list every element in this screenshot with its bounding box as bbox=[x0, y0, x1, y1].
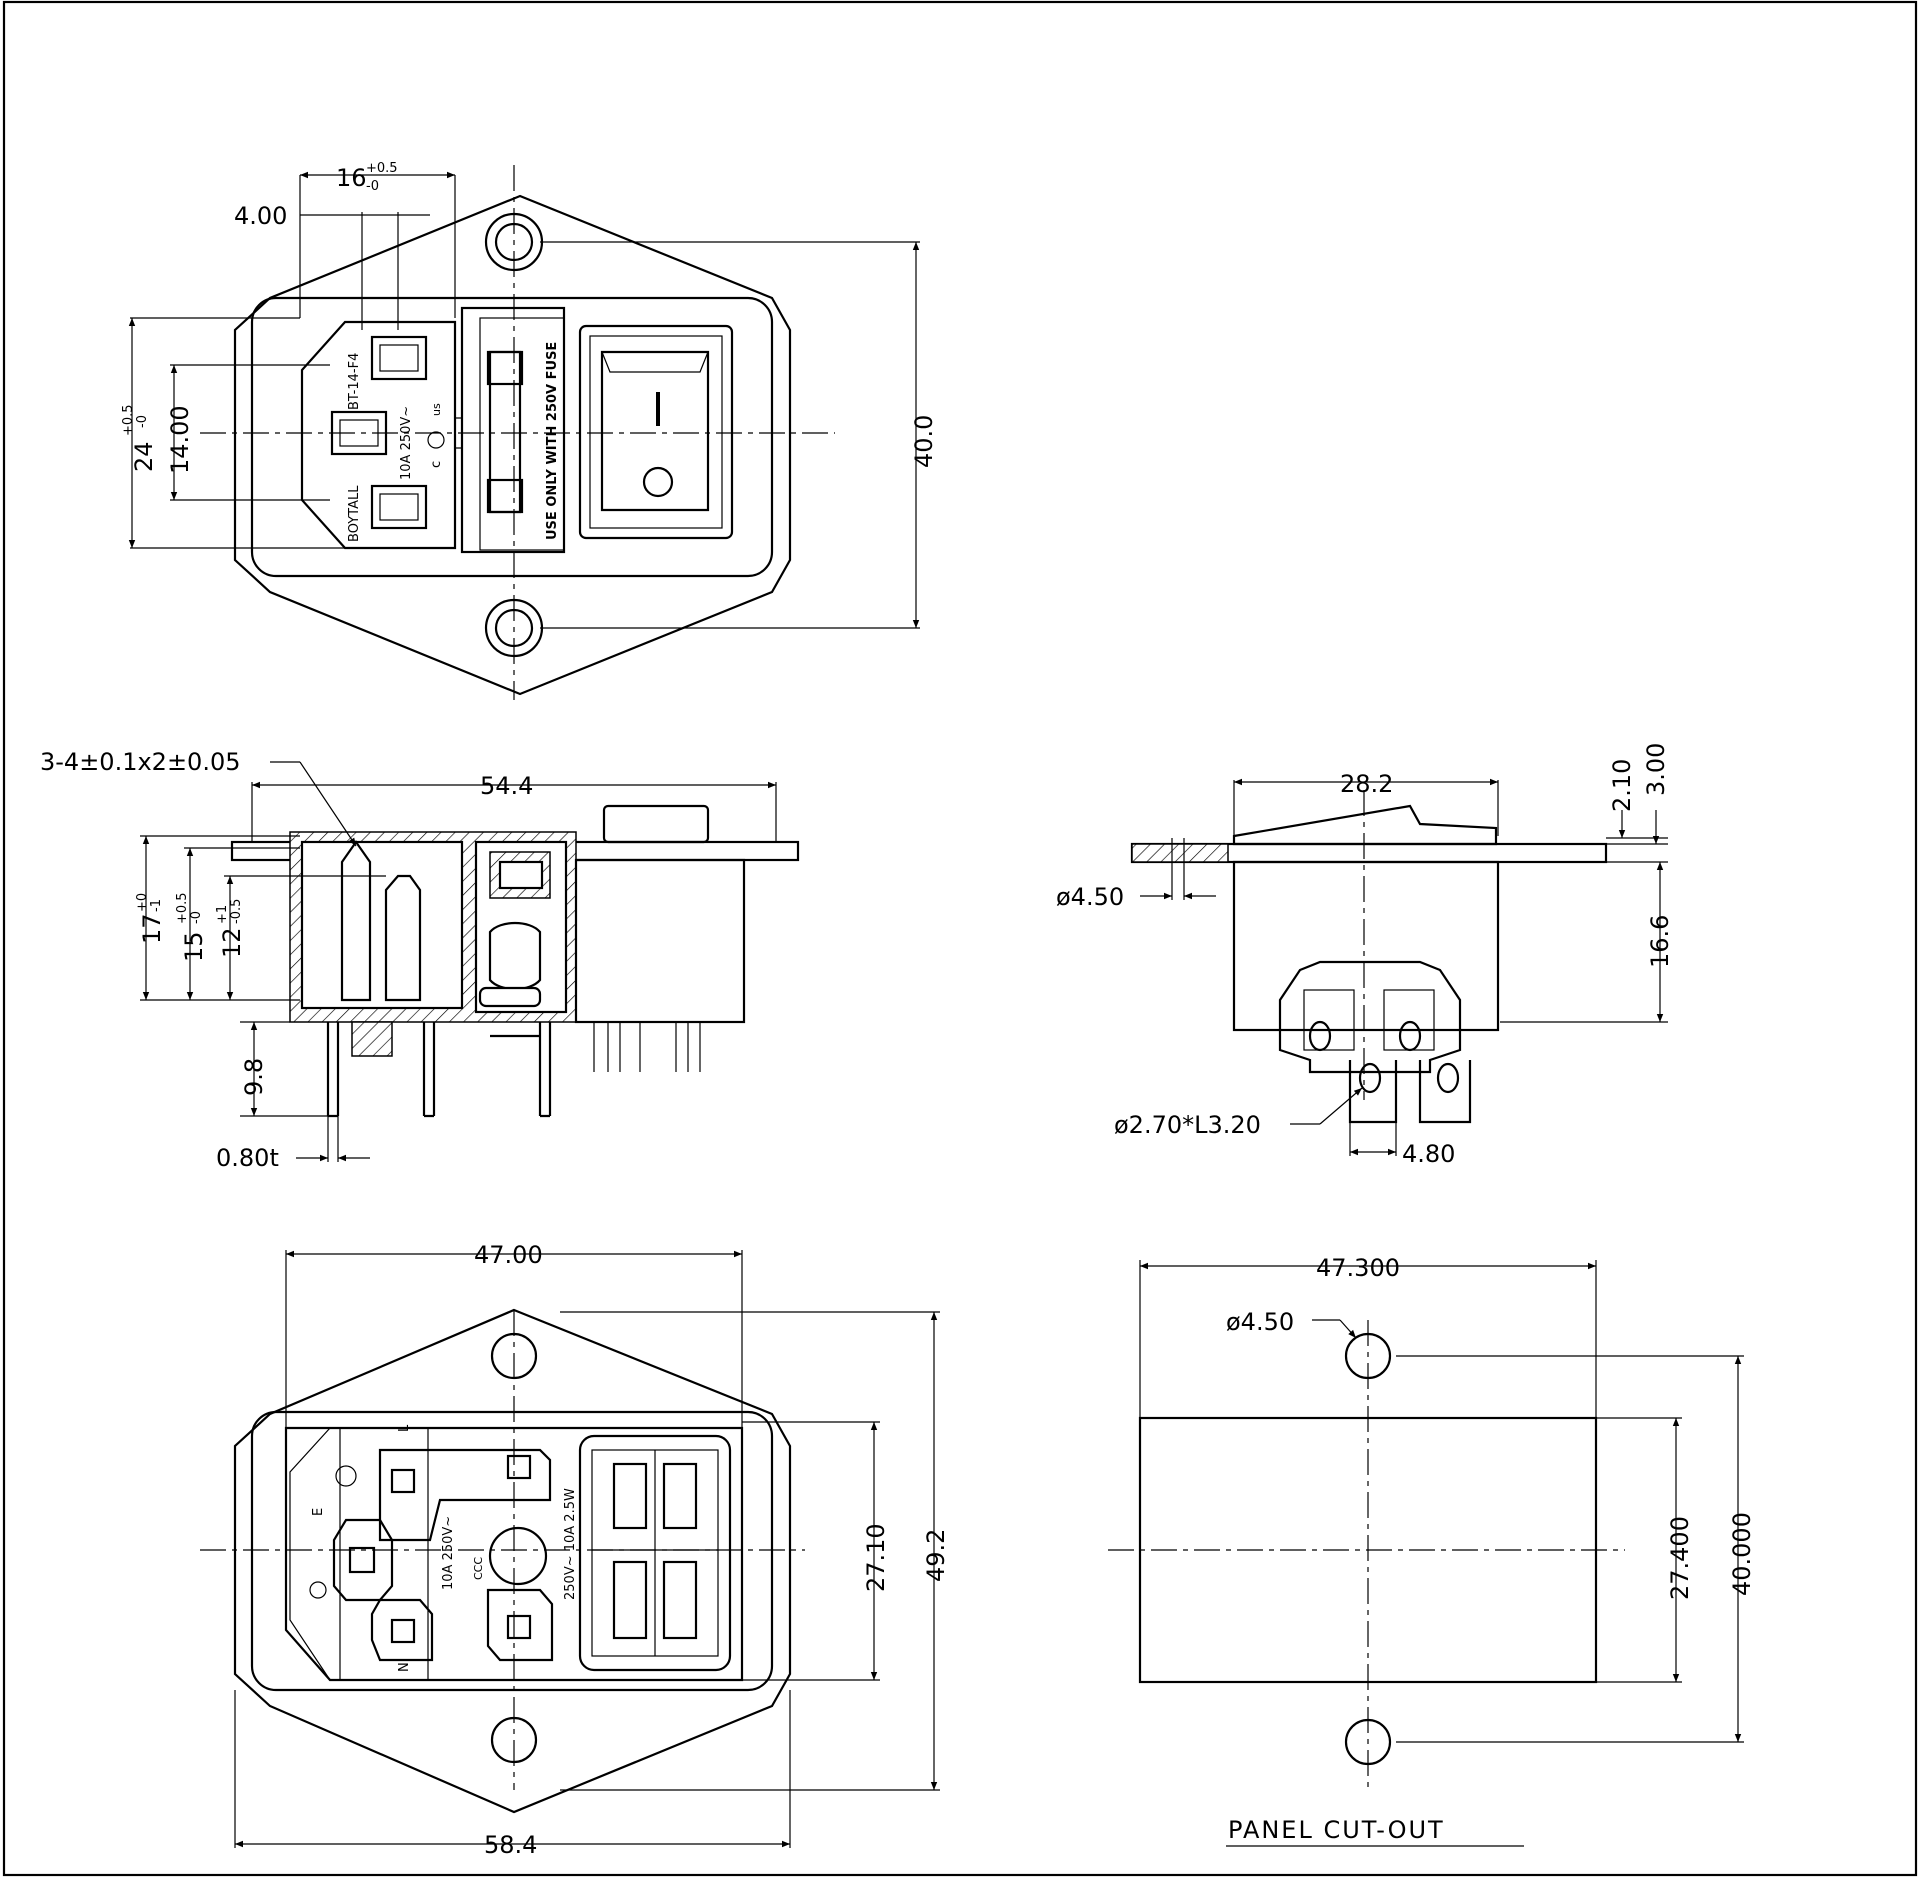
dim-left-height: 24 bbox=[130, 441, 158, 472]
dim-pin-span: 14.00 bbox=[166, 405, 194, 474]
front-flange bbox=[233, 194, 792, 696]
rear-flange bbox=[233, 1308, 792, 1814]
dim-thickness: 0.80t bbox=[216, 1144, 279, 1172]
end-switch-rocker bbox=[1232, 804, 1498, 846]
dim-end-depth: 16.6 bbox=[1646, 915, 1674, 968]
dim-end-width: 28.2 bbox=[1340, 770, 1393, 798]
dim-terminal-pitch: 4.80 bbox=[1402, 1140, 1455, 1168]
end-terminal-hole-2 bbox=[1398, 1020, 1422, 1052]
dim-cutout-width: 47.300 bbox=[1316, 1254, 1400, 1282]
front-body bbox=[250, 296, 774, 578]
ul-mark: c bbox=[429, 461, 444, 468]
panel-cutout: 47.300 ø4.50 27.400 40.000 PANEL CUT-OUT bbox=[1108, 1254, 1756, 1847]
earth-symbol-icon bbox=[309, 1581, 327, 1599]
dim-slot: 3-4±0.1x2±0.05 bbox=[40, 748, 241, 776]
rear-body bbox=[250, 1410, 774, 1692]
dim-h1: 17 bbox=[138, 913, 166, 944]
rear-label-line: L bbox=[397, 1424, 412, 1432]
dim-cutout-total-height: 40.000 bbox=[1728, 1512, 1756, 1596]
ul-logo-icon bbox=[427, 431, 445, 449]
dim-front-top-width: 16 bbox=[336, 164, 367, 192]
rear-label-earth: E bbox=[311, 1508, 326, 1516]
brand-label: BOYTALL bbox=[347, 485, 362, 542]
fuse-cartridge bbox=[488, 350, 522, 514]
dim-side-length: 54.4 bbox=[480, 772, 533, 800]
dim-end-t2: 3.00 bbox=[1642, 743, 1670, 796]
dim-terminal-hole: ø2.70*L3.20 bbox=[1114, 1111, 1261, 1139]
dim-left-height-tol-upper: +0.5 bbox=[121, 404, 136, 436]
side-view: 3-4±0.1x2±0.05 54.4 17 +0 -1 15 +0.5 -0 … bbox=[40, 748, 800, 1172]
panel-cutout-title: PANEL CUT-OUT bbox=[1228, 1816, 1445, 1844]
dim-h3-tol-lower: -0.5 bbox=[229, 899, 244, 924]
end-body bbox=[1232, 860, 1500, 1032]
dim-rear-inner-height: 27.10 bbox=[862, 1523, 890, 1592]
dim-cutout-height: 27.400 bbox=[1666, 1516, 1694, 1600]
dim-h3: 12 bbox=[218, 927, 246, 958]
front-rating-label: 10A 250V~ bbox=[399, 406, 414, 480]
rear-switch-housing bbox=[578, 1434, 732, 1672]
ul-us: us bbox=[430, 403, 443, 416]
rear-terminal-line bbox=[378, 1448, 552, 1542]
rear-center-boss bbox=[488, 1526, 548, 1586]
rear-housing bbox=[284, 1426, 744, 1682]
rear-cert-label: CCC bbox=[472, 1557, 485, 1580]
dim-h3-tol-upper: +1 bbox=[215, 905, 230, 924]
dim-front-height: 40.0 bbox=[910, 415, 938, 468]
end-terminal-block bbox=[1278, 960, 1462, 1074]
fuse-note-label: USE ONLY WITH 250V FUSE bbox=[545, 342, 560, 540]
dim-front-top-width-tol-lower: -0 bbox=[366, 179, 379, 194]
dim-rear-inner-width: 47.00 bbox=[474, 1241, 543, 1269]
rocker-switch bbox=[600, 350, 710, 512]
dim-end-t1: 2.10 bbox=[1608, 759, 1636, 812]
dim-h2-tol-lower: -0 bbox=[189, 911, 204, 924]
end-view: 28.2 2.10 3.00 16.6 ø4.50 ø2.70*L3.20 4.… bbox=[1056, 743, 1674, 1168]
dim-h2: 15 bbox=[180, 931, 208, 962]
rear-terminal-switch bbox=[486, 1588, 554, 1662]
side-switch-knob bbox=[602, 804, 710, 844]
part-number-label: BT-14-F4 bbox=[347, 353, 362, 410]
ccc-mark-icon bbox=[335, 1465, 357, 1487]
dim-end-hole: ø4.50 bbox=[1056, 883, 1124, 911]
rear-view: L E N 10A 250V~ 250V~ 10A 2.5W CCC 47.00… bbox=[200, 1241, 950, 1859]
dim-cutout-hole: ø4.50 bbox=[1226, 1308, 1294, 1336]
dim-rear-height: 49.2 bbox=[922, 1529, 950, 1582]
dim-pin-length: 9.8 bbox=[240, 1058, 268, 1096]
dim-rear-width: 58.4 bbox=[484, 1831, 537, 1859]
dim-front-top-width-tol-upper: +0.5 bbox=[366, 161, 398, 176]
rocker-switch-bezel bbox=[578, 324, 734, 540]
front-view: BOYTALL BT-14-F4 10A 250V~ c us USE ONLY… bbox=[121, 161, 938, 700]
rear-switch-rating-label: 250V~ 10A 2.5W bbox=[563, 1488, 578, 1600]
switch-off-mark bbox=[642, 466, 674, 498]
rear-terminal-earth bbox=[332, 1518, 394, 1602]
dim-left-height-tol-lower: -0 bbox=[135, 415, 150, 428]
end-terminal-hole-1 bbox=[1308, 1020, 1332, 1052]
rear-label-neutral: N bbox=[397, 1662, 412, 1672]
rear-rating-label: 10A 250V~ bbox=[441, 1516, 456, 1590]
dim-pin-offset: 4.00 bbox=[234, 202, 287, 230]
dim-h2-tol-upper: +0.5 bbox=[175, 892, 190, 924]
side-switch-body bbox=[574, 858, 746, 1024]
side-pin-2 bbox=[384, 874, 422, 1002]
rear-terminal-neutral bbox=[370, 1598, 434, 1662]
dim-h1-tol-upper: +0 bbox=[135, 893, 150, 912]
dim-h1-tol-lower: -1 bbox=[149, 899, 164, 912]
